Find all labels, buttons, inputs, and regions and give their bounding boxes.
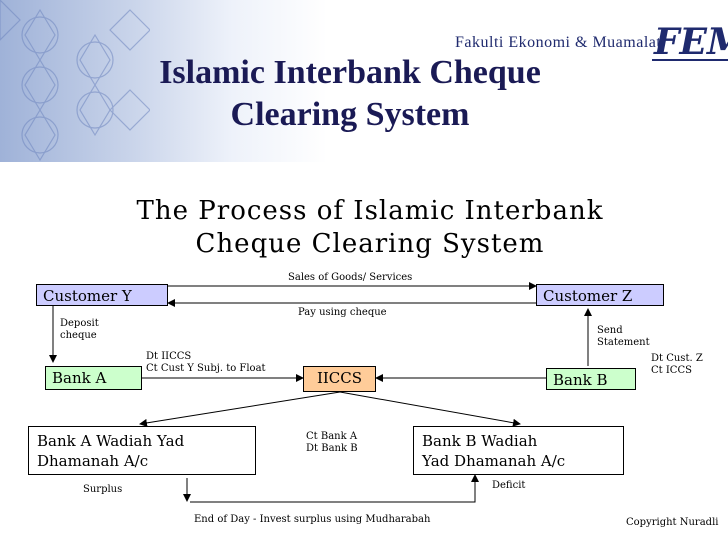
node-bank-b-wadiah: Bank B Wadiah Yad Dhamanah A/c bbox=[413, 426, 624, 475]
header-banner: Fakulti Ekonomi & Muamalat FEM bbox=[0, 0, 728, 162]
bank-a-wadiah-line1: Bank A Wadiah Yad bbox=[37, 432, 185, 450]
slide-title: Islamic Interbank Cheque Clearing System bbox=[120, 52, 580, 136]
bank-b-wadiah-line2: Yad Dhamanah A/c bbox=[422, 452, 566, 470]
label-bank-b-entries: Dt Cust. Z Ct ICCS bbox=[651, 353, 703, 377]
label-send-statement: Send Statement bbox=[597, 325, 650, 349]
node-customer-y: Customer Y bbox=[36, 284, 168, 306]
fem-logo-icon: FEM bbox=[652, 21, 728, 63]
bank-b-wadiah-line1: Bank B Wadiah bbox=[422, 432, 538, 450]
label-dt-cust-z: Dt Cust. Z bbox=[651, 353, 703, 364]
label-ct-iccs: Ct ICCS bbox=[651, 365, 692, 376]
node-customer-z: Customer Z bbox=[536, 284, 664, 306]
fem-logo-text: FEM bbox=[653, 21, 728, 63]
islamic-pattern-decoration bbox=[0, 0, 150, 162]
diagram-title-line1: The Process of Islamic Interbank bbox=[136, 196, 604, 226]
slide-title-line2: Clearing System bbox=[230, 96, 470, 133]
node-iiccs: IICCS bbox=[303, 366, 376, 392]
label-send-line2: Statement bbox=[597, 337, 650, 348]
diagram-title-line2: Cheque Clearing System bbox=[195, 229, 545, 259]
label-dt-iiccs: Dt IICCS bbox=[146, 351, 192, 362]
copyright: Copyright Nuradli bbox=[626, 517, 719, 528]
label-dt-bank-b: Dt Bank B bbox=[306, 443, 358, 454]
node-bank-a: Bank A bbox=[45, 366, 142, 390]
node-bank-a-wadiah: Bank A Wadiah Yad Dhamanah A/c bbox=[28, 426, 256, 475]
label-sales: Sales of Goods/ Services bbox=[288, 272, 413, 283]
bank-a-wadiah-line2: Dhamanah A/c bbox=[37, 452, 149, 470]
label-ct-cust-y: Ct Cust Y Subj. to Float bbox=[146, 363, 266, 374]
label-deposit-line2: cheque bbox=[60, 330, 97, 341]
label-ct-bank-a: Ct Bank A bbox=[306, 431, 358, 442]
label-deficit: Deficit bbox=[492, 480, 526, 491]
arrow-iiccs-wadiah-b bbox=[339, 391, 521, 427]
label-bank-a-entries: Dt IICCS Ct Cust Y Subj. to Float bbox=[146, 351, 266, 375]
slide-title-line1: Islamic Interbank Cheque bbox=[159, 54, 541, 91]
faculty-name: Fakulti Ekonomi & Muamalat bbox=[455, 34, 662, 51]
label-pay-cheque: Pay using cheque bbox=[298, 307, 387, 318]
label-send-line1: Send bbox=[597, 325, 623, 336]
label-surplus: Surplus bbox=[83, 484, 123, 495]
diagram-title: The Process of Islamic Interbank Cheque … bbox=[40, 195, 700, 261]
label-iiccs-entries: Ct Bank A Dt Bank B bbox=[306, 431, 358, 455]
label-end-of-day: End of Day - Invest surplus using Mudhar… bbox=[194, 514, 431, 525]
arrow-iiccs-wadiah-a bbox=[139, 391, 341, 427]
label-deposit-line1: Deposit bbox=[60, 318, 99, 329]
node-bank-b: Bank B bbox=[546, 368, 636, 390]
arrow-deficit bbox=[190, 474, 479, 503]
label-deposit: Deposit cheque bbox=[60, 318, 99, 342]
